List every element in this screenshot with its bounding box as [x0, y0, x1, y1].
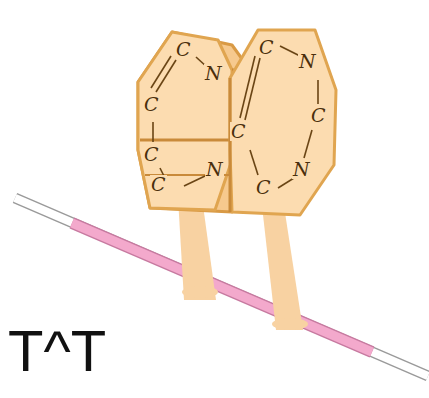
atom-label: C — [230, 122, 247, 141]
atom-label: C — [143, 145, 160, 164]
bonds — [151, 46, 318, 188]
stalk — [262, 206, 303, 330]
atom-label: N — [205, 160, 224, 179]
ring-edge — [229, 78, 232, 212]
atom-label: N — [292, 160, 311, 179]
atom-label: C — [150, 175, 167, 194]
thymine-ring — [230, 30, 336, 215]
atom-label: N — [298, 52, 317, 71]
stalk-foot — [272, 318, 308, 330]
ring-face — [138, 32, 232, 210]
atom-label: C — [175, 40, 192, 59]
stalk — [178, 198, 216, 300]
atom-label: N — [204, 64, 223, 83]
dimer-label: T^T — [8, 322, 106, 380]
atom-label: C — [310, 106, 327, 125]
atom-label: C — [258, 38, 275, 57]
atom-label: C — [143, 95, 160, 114]
atom-label: C — [255, 178, 272, 197]
pink-segment — [72, 223, 372, 352]
stalk-foot — [182, 286, 218, 298]
pink-segment-edge — [72, 223, 372, 352]
